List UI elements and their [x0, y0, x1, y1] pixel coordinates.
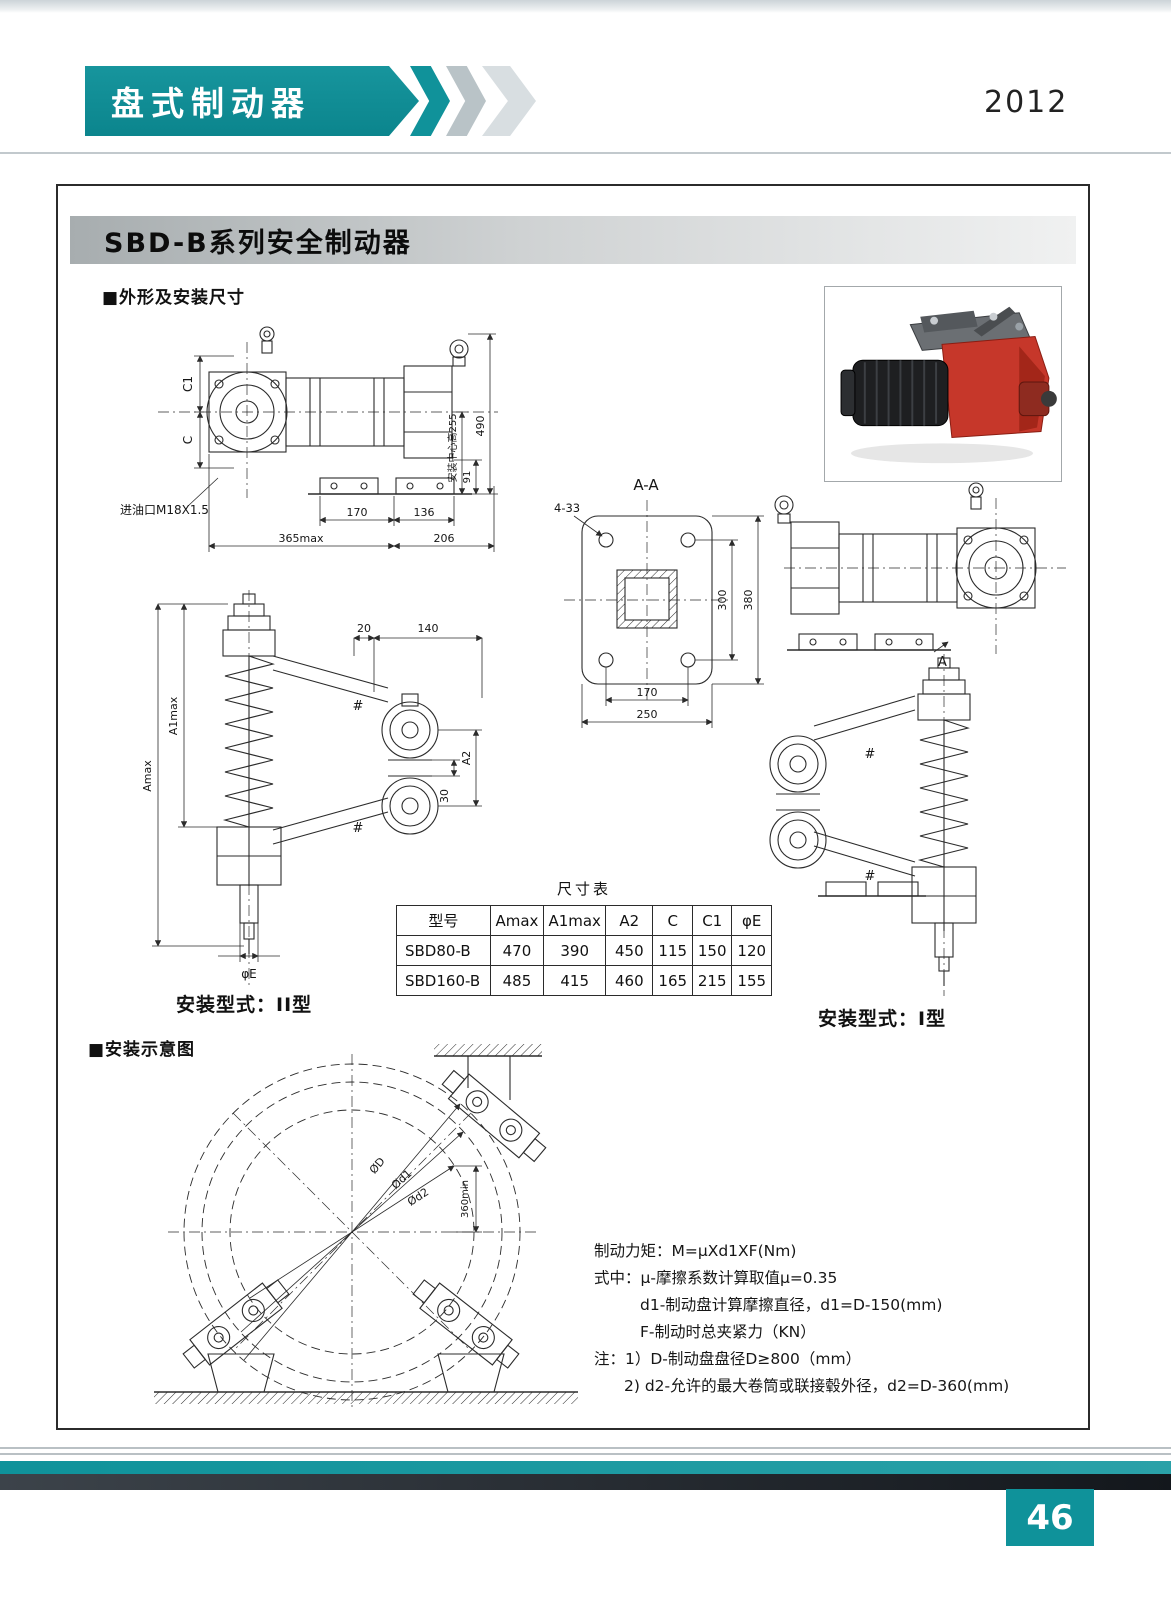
page-title: 盘式制动器 — [111, 84, 311, 123]
section-label-installation: ■安装示意图 — [88, 1040, 196, 1060]
dim-label-380: 380 — [742, 590, 755, 611]
col-header-c1: C1 — [691, 905, 733, 936]
footer-teal-stripe — [0, 1461, 1171, 1474]
cell-value: 450 — [605, 935, 654, 966]
dim-label-300: 300 — [716, 590, 729, 611]
front-view-drawing: C1 C 170 136 365max 206 安装中心高255 91 — [120, 326, 498, 552]
weld-mark: # — [353, 699, 364, 714]
cell-model: SBD80-B — [396, 935, 491, 966]
dim-label-136: 136 — [414, 506, 435, 519]
table-row: SBD160-B 485 415 460 165 215 155 — [396, 965, 772, 996]
footer-divider — [0, 1447, 1171, 1449]
table-row: SBD80-B 470 390 450 115 150 120 — [396, 935, 772, 966]
chevron-icon — [482, 66, 536, 136]
dim-label-170: 170 — [347, 506, 368, 519]
note-line: 注：1）D-制动盘盘径D≥800（mm） — [594, 1350, 862, 1368]
dim-label-dd2: Ød2 — [405, 1185, 431, 1208]
year-label: 2012 — [984, 85, 1069, 120]
technical-drawings: C1 C 170 136 365max 206 安装中心高255 91 — [120, 326, 1066, 1410]
table-title: 尺寸表 — [556, 880, 611, 898]
section-mark-a: A — [938, 655, 947, 670]
cell-value: 115 — [652, 935, 693, 966]
side-view-type1-drawing: # # — [769, 654, 977, 996]
header-band: 盘式制动器 — [85, 66, 419, 136]
content-sheet: C1 C 170 136 365max 206 安装中心高255 91 — [56, 184, 1090, 1430]
col-header-phie: φE — [731, 905, 772, 936]
top-edge-strip — [0, 0, 1171, 13]
cell-value: 485 — [489, 965, 545, 996]
dim-label-20: 20 — [357, 622, 371, 635]
dim-label-490: 490 — [474, 416, 487, 437]
dim-label-140: 140 — [418, 622, 439, 635]
dim-label-250: 250 — [637, 708, 658, 721]
cell-value: 415 — [543, 965, 607, 996]
dim-label-dd1: Ød1 — [389, 1167, 415, 1192]
dim-label-30: 30 — [438, 789, 451, 803]
dim-label-dD: ØD — [367, 1155, 388, 1176]
note-line: 制动力矩：M=μXd1XF(Nm) — [594, 1242, 797, 1260]
caption-mounting-type2: 安装型式：II型 — [176, 994, 313, 1016]
note-line: d1-制动盘计算摩擦直径，d1=D-150(mm) — [640, 1296, 943, 1314]
brake-unit-left — [182, 1279, 290, 1369]
cell-value: 215 — [691, 965, 733, 996]
oil-port-label: 进油口M18X1.5 — [120, 503, 209, 517]
dim-label-206: 206 — [434, 532, 455, 545]
footer-dark-stripe — [0, 1474, 1171, 1490]
series-title: SBD-B系列安全制动器 — [104, 227, 412, 259]
section-aa-drawing: A-A 4-33 300 380 170 250 — [554, 476, 764, 728]
series-title-bar: SBD-B系列安全制动器 — [70, 216, 1076, 264]
note-line: 2) d2-允许的最大卷筒或联接毂外径，d2=D-360(mm) — [624, 1377, 1010, 1395]
col-header-amax: Amax — [489, 905, 545, 936]
cell-value: 460 — [605, 965, 654, 996]
weld-mark: # — [353, 821, 364, 836]
right-front-view-drawing: A — [774, 482, 1066, 670]
dim-label-holes: 4-33 — [554, 501, 580, 515]
table-header-row: 型号 Amax A1max A2 C C1 φE — [396, 905, 772, 936]
product-photo-illustration — [825, 287, 1061, 481]
dim-label-phie: φE — [241, 967, 257, 981]
chevron-icon — [446, 66, 486, 136]
col-header-a2: A2 — [605, 905, 654, 936]
product-photo — [824, 286, 1062, 482]
dim-label-center-height: 安装中心高255 — [446, 413, 459, 482]
cell-value: 165 — [652, 965, 693, 996]
section-label-dimensions: ■外形及安装尺寸 — [102, 288, 246, 308]
col-header-c: C — [652, 905, 693, 936]
cell-model: SBD160-B — [396, 965, 491, 996]
dim-label-a2: A2 — [460, 751, 473, 766]
caption-mounting-type1: 安装型式：I型 — [818, 1008, 947, 1030]
dim-label-a1max: A1max — [167, 696, 180, 735]
cell-value: 155 — [731, 965, 772, 996]
dim-label-c1: C1 — [181, 376, 195, 392]
cell-value: 470 — [489, 935, 545, 966]
dim-label-360min: 360min — [460, 1180, 471, 1218]
formula-notes: 制动力矩：M=μXd1XF(Nm) 式中：μ-摩擦系数计算取值μ=0.35 d1… — [594, 1238, 1076, 1400]
cell-value: 120 — [731, 935, 772, 966]
dim-label-91: 91 — [462, 471, 473, 484]
dim-label-170b: 170 — [637, 686, 658, 699]
brake-unit-right — [412, 1279, 520, 1369]
page-number: 46 — [1006, 1489, 1094, 1546]
header-divider — [0, 152, 1171, 154]
cell-value: 150 — [691, 935, 733, 966]
dim-label-365max: 365max — [279, 532, 324, 545]
weld-mark: # — [865, 747, 876, 762]
dim-label-amax: Amax — [141, 760, 154, 792]
note-line: 式中：μ-摩擦系数计算取值μ=0.35 — [594, 1269, 838, 1287]
section-title: A-A — [633, 476, 659, 494]
installation-diagram: ØD Ød1 Ød2 360min — [154, 1044, 578, 1410]
brake-unit-top — [441, 1069, 547, 1163]
weld-mark: # — [865, 869, 876, 884]
side-view-type2-drawing: # # 20 140 A2 30 A1max Amax — [141, 590, 483, 986]
page-number-value: 46 — [1026, 1497, 1074, 1538]
note-line: F-制动时总夹紧力（KN） — [640, 1323, 816, 1341]
col-header-model: 型号 — [396, 905, 491, 936]
dimension-table: 尺寸表 型号 Amax A1max A2 C C1 φE SBD80-B — [396, 878, 772, 996]
dim-label-c: C — [181, 436, 195, 444]
cell-value: 390 — [543, 935, 607, 966]
col-header-a1max: A1max — [543, 905, 607, 936]
footer-divider — [0, 1453, 1171, 1455]
